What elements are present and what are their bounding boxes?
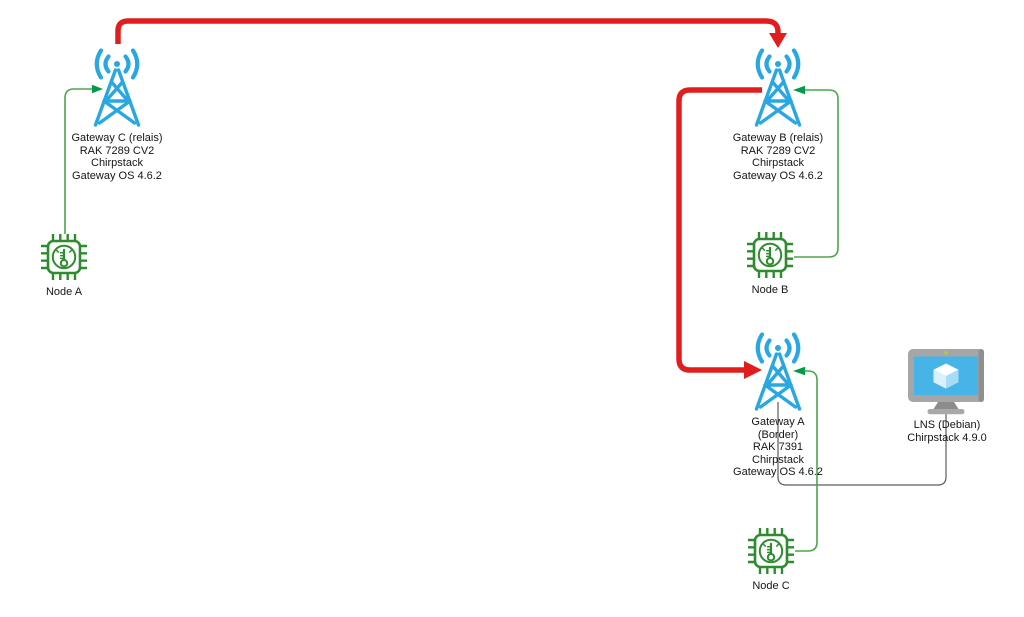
gateway-c-label-line: Gateway OS 4.6.2 — [72, 169, 162, 182]
server-monitor-icon — [908, 349, 984, 415]
uplink-node-a-arrowhead — [92, 84, 103, 94]
lns-server: LNS (Debian) Chirpstack 4.9.0 — [887, 348, 1007, 444]
gateway-c-label-line: Chirpstack — [91, 157, 143, 170]
gateway-b-label-line: Gateway OS 4.6.2 — [733, 169, 823, 182]
gateway-c-label: Gateway C (relais) RAK 7289 CV2 Chirpsta… — [71, 132, 162, 182]
radio-tower-icon — [745, 44, 811, 130]
uplink-node-b-to-gateway-b — [794, 89, 839, 258]
gateway-c-label-line: RAK 7289 CV2 — [79, 144, 155, 157]
sensor-chip-icon — [41, 234, 87, 280]
relay-link-c-to-b-arrowhead — [769, 33, 787, 48]
gateway-a-label-line: RAK 7391 — [752, 441, 804, 454]
lns-label: LNS (Debian) Chirpstack 4.9.0 — [907, 419, 986, 444]
gateway-a-label-line: Gateway A — [751, 416, 805, 428]
gateway-a-label-line: (Border) — [757, 428, 799, 441]
gateway-b: Gateway B (relais) RAK 7289 CV2 Chirpsta… — [708, 44, 848, 182]
radio-tower-icon — [84, 44, 150, 130]
lns-label-line: LNS (Debian) — [913, 419, 981, 431]
gateway-b-label: Gateway B (relais) RAK 7289 CV2 Chirpsta… — [733, 132, 823, 182]
uplink-node-b-arrowhead — [793, 85, 805, 95]
node-c: Node C — [721, 528, 821, 593]
uplink-node-c-to-gateway-a — [795, 370, 818, 552]
node-a: Node A — [14, 234, 114, 299]
gateway-a-label: Gateway A (Border) RAK 7391 Chirpstack G… — [733, 416, 823, 479]
gateway-b-label-line: Gateway B (relais) — [732, 132, 824, 144]
lns-label-line: Chirpstack 4.9.0 — [907, 431, 987, 444]
relay-link-c-to-b — [115, 18, 781, 44]
sensor-chip-icon — [747, 232, 793, 278]
uplink-node-c-arrowhead — [793, 366, 805, 376]
node-b-label: Node B — [751, 284, 789, 296]
gateway-c: Gateway C (relais) RAK 7289 CV2 Chirpsta… — [47, 44, 187, 182]
gateway-b-label-line: Chirpstack — [752, 157, 804, 170]
node-c-label: Node C — [752, 580, 790, 592]
node-a-label: Node A — [45, 286, 83, 298]
uplink-node-a-to-gateway-c — [64, 88, 93, 234]
gateway-c-label-line: Gateway C (relais) — [71, 132, 163, 144]
backhaul-link-gateway-a-to-lns — [777, 402, 947, 486]
gateway-a: Gateway A (Border) RAK 7391 Chirpstack G… — [708, 328, 848, 479]
relay-link-b-to-a-arrowhead — [744, 361, 762, 379]
gateway-a-label-line: Chirpstack — [752, 453, 804, 466]
gateway-b-label-line: RAK 7289 CV2 — [740, 144, 816, 157]
gateway-a-label-line: Gateway OS 4.6.2 — [733, 466, 823, 479]
radio-tower-icon — [745, 328, 811, 414]
node-b: Node B — [720, 232, 820, 297]
sensor-chip-icon — [748, 528, 794, 574]
relay-link-b-to-a — [676, 87, 762, 373]
